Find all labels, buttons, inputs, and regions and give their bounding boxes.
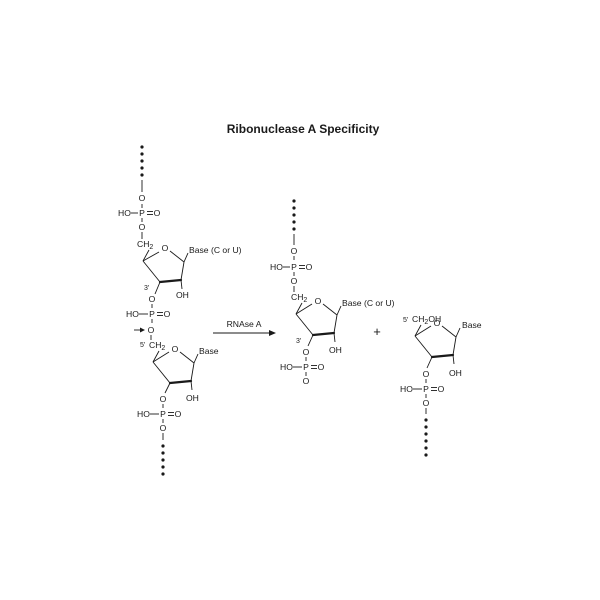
atom-ho: HO xyxy=(270,262,283,272)
atom-o: O xyxy=(318,362,325,372)
product-5prime-hydroxyl: 5' CH2OH O Base OH O HO P O O xyxy=(400,314,482,457)
atom-o: O xyxy=(139,222,146,232)
product-3prime-phosphate: O HO P O O CH2 O Base (C or U) OH xyxy=(270,199,395,386)
substrate-strand: O HO P O O CH2 O Base (C or U) OH xyxy=(118,145,242,476)
three-prime-label-1: 3' xyxy=(144,285,149,292)
chain-dots-top xyxy=(292,199,296,231)
atom-o: O xyxy=(423,369,430,379)
ch2-label: CH2 xyxy=(291,292,307,304)
base-label-1: Base (C or U) xyxy=(189,245,242,255)
diagram-title: Ribonuclease A Specificity xyxy=(227,122,380,136)
atom-p: P xyxy=(291,262,297,272)
base-label-3: Base (C or U) xyxy=(342,298,395,308)
atom-o: O xyxy=(154,208,161,218)
atom-o: O xyxy=(438,384,445,394)
plus-sign: + xyxy=(373,324,381,339)
atom-o: O xyxy=(291,276,298,286)
phosphodiester-bridge: O HO P O O xyxy=(126,294,171,340)
atom-o: O xyxy=(303,347,310,357)
atom-o: O xyxy=(139,193,146,203)
enzyme-label: RNAse A xyxy=(227,319,262,329)
atom-o: O xyxy=(160,423,167,433)
phosphate-group-4: O HO P O O xyxy=(270,246,313,292)
atom-o: O xyxy=(164,309,171,319)
ch2-label: CH2 xyxy=(137,239,153,251)
cleavage-site-arrowhead xyxy=(140,327,145,333)
atom-o: O xyxy=(175,409,182,419)
ribose-ring-1: CH2 O Base (C or U) OH 3' xyxy=(137,239,242,300)
atom-ho: HO xyxy=(118,208,131,218)
atom-p: P xyxy=(423,384,429,394)
base-label-2: Base xyxy=(199,346,219,356)
atom-o: O xyxy=(423,398,430,408)
ring-oxygen: O xyxy=(172,344,179,354)
chain-dots-bottom xyxy=(424,418,428,457)
five-prime-label-1: 5' xyxy=(140,342,145,349)
phosphate-group-3: O HO P O O xyxy=(137,394,182,440)
ribose-ring-3: CH2 O Base (C or U) OH 3' xyxy=(291,292,395,355)
atom-ho: HO xyxy=(137,409,150,419)
atom-o: O xyxy=(306,262,313,272)
ch2oh-label: CH2OH xyxy=(412,314,441,326)
atom-o: O xyxy=(148,325,155,335)
atom-ho: HO xyxy=(280,362,293,372)
ring-oxygen: O xyxy=(434,318,441,328)
oh-2prime: OH xyxy=(186,393,199,403)
atom-o: O xyxy=(149,294,156,304)
oh-2prime: OH xyxy=(176,290,189,300)
atom-o: O xyxy=(303,376,310,386)
reaction-arrow: RNAse A xyxy=(213,319,276,336)
atom-o: O xyxy=(291,246,298,256)
five-prime-label-2: 5' xyxy=(403,317,408,324)
atom-ho: HO xyxy=(126,309,139,319)
atom-p: P xyxy=(149,309,155,319)
three-prime-label-2: 3' xyxy=(296,338,301,345)
chain-dots-bottom xyxy=(161,444,165,476)
phosphate-group-5: O HO P O O xyxy=(400,369,445,414)
base-label-4: Base xyxy=(462,320,482,330)
atom-p: P xyxy=(160,409,166,419)
chain-dots-top xyxy=(140,145,144,177)
atom-p: P xyxy=(303,362,309,372)
atom-p: P xyxy=(139,208,145,218)
oh-2prime: OH xyxy=(329,345,342,355)
oh-2prime: OH xyxy=(449,368,462,378)
ribose-ring-4: 5' CH2OH O Base OH xyxy=(403,314,482,378)
ring-oxygen: O xyxy=(315,296,322,306)
ch2-label: CH2 xyxy=(149,340,165,352)
ring-oxygen: O xyxy=(162,243,169,253)
phosphate-group-1: O HO P O O xyxy=(118,193,161,239)
atom-o: O xyxy=(160,394,167,404)
phosphate-3prime-terminal: O HO P O O xyxy=(280,347,325,386)
ribose-ring-2: 5' CH2 O Base OH xyxy=(140,340,219,403)
atom-ho: HO xyxy=(400,384,413,394)
